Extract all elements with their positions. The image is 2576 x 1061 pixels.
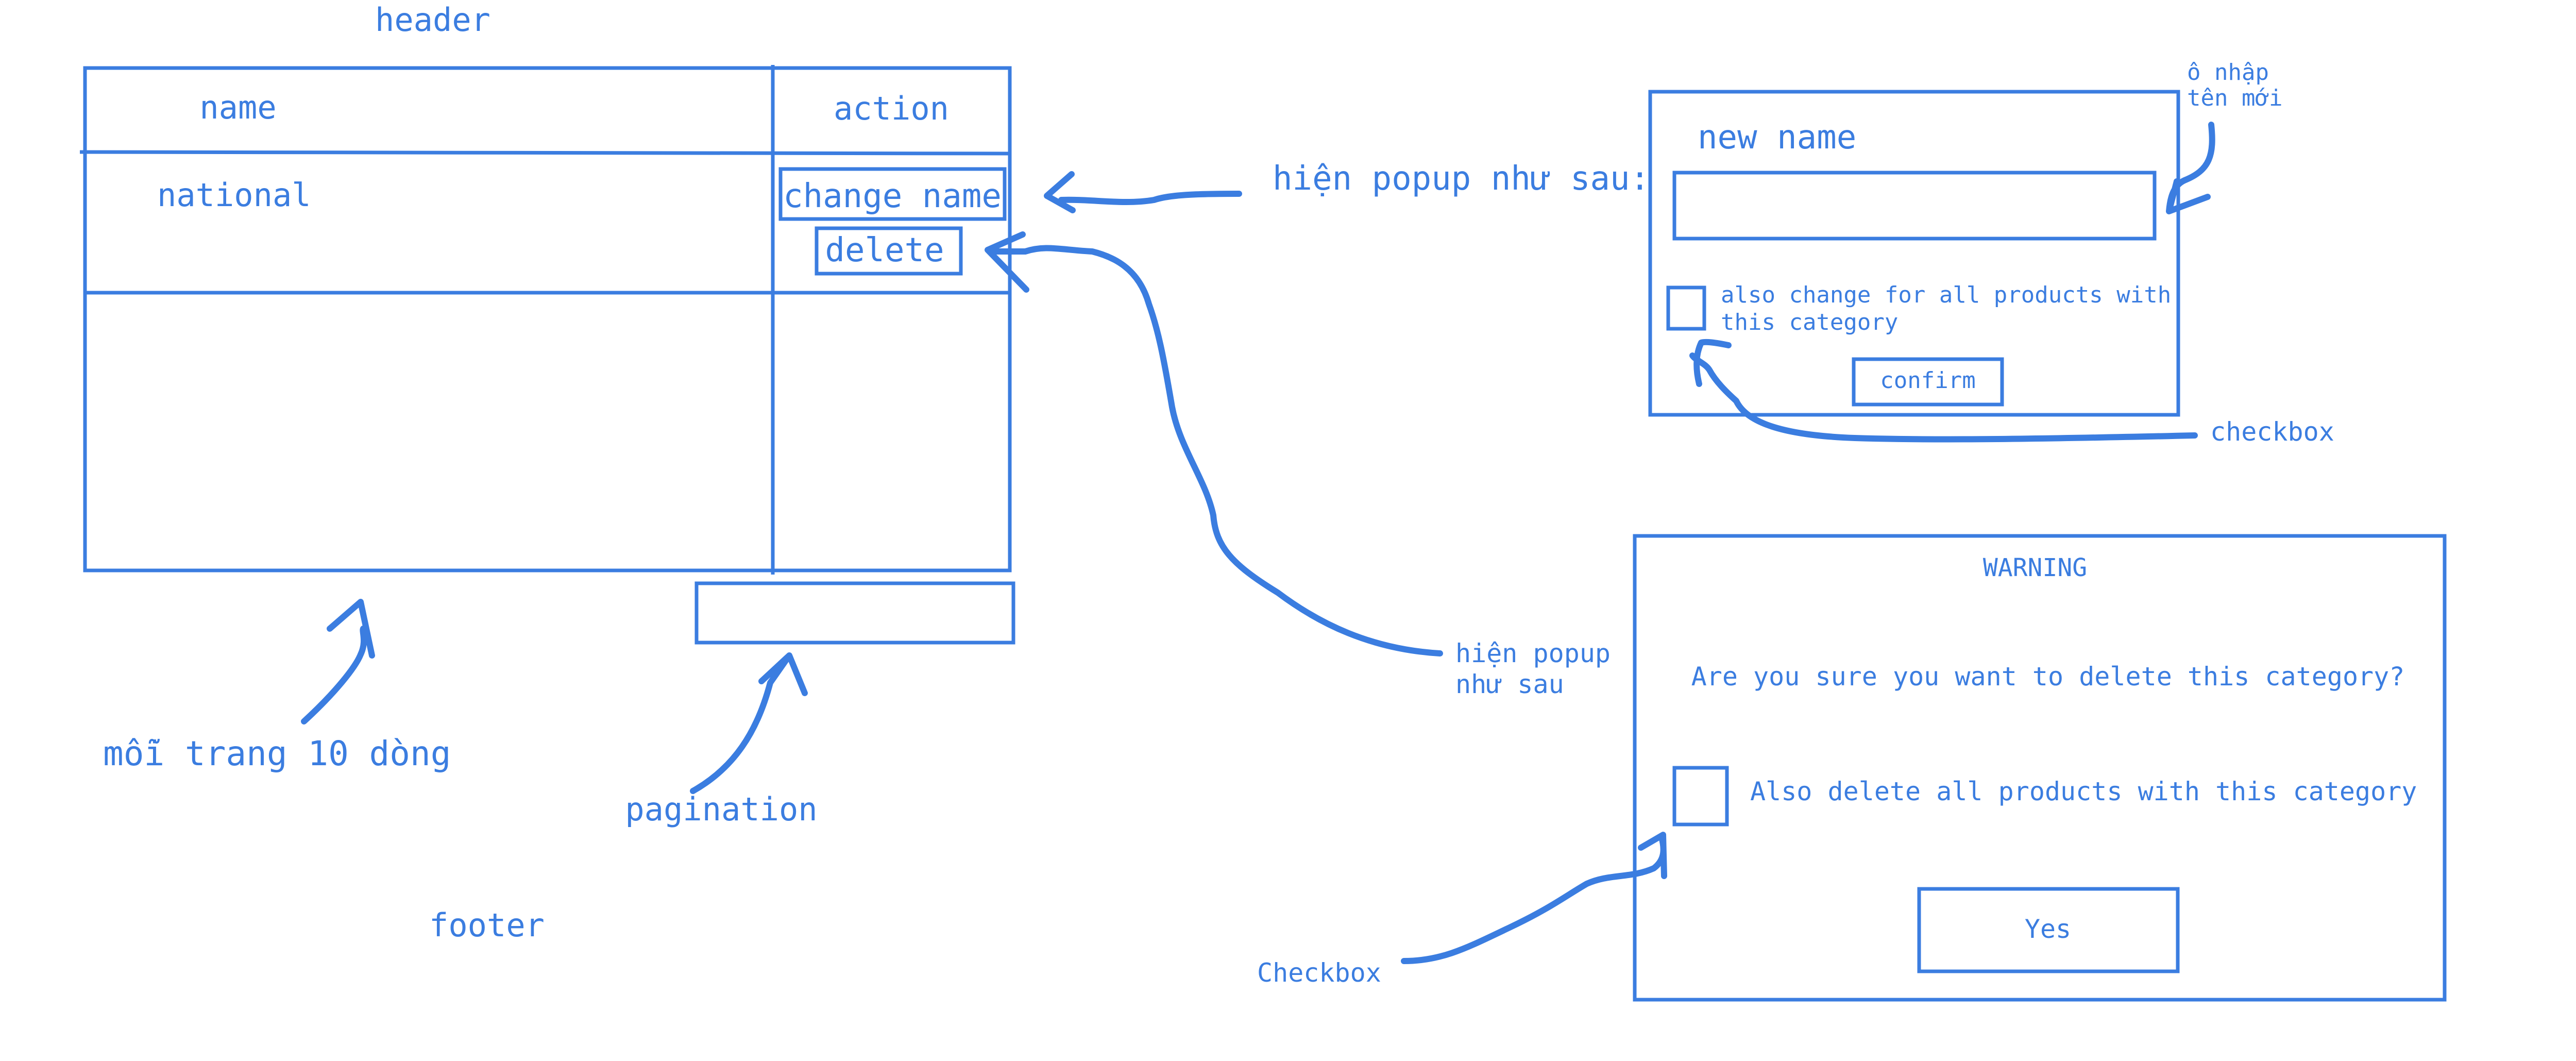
delete-popup-note-line1: hiện popup bbox=[1455, 638, 1611, 668]
rename-popup: new name also change for all products wi… bbox=[1648, 90, 2180, 417]
yes-button[interactable]: Yes bbox=[1917, 887, 2180, 973]
pagination-arrow bbox=[690, 652, 808, 794]
confirm-button-frame bbox=[1852, 357, 2004, 407]
table-row: national change name delete bbox=[157, 167, 1007, 276]
delete-all-products-checkbox[interactable] bbox=[1672, 766, 1729, 827]
delete-button[interactable]: delete bbox=[815, 226, 963, 276]
rename-checkbox-label-line2: this category bbox=[1721, 309, 1898, 335]
delete-checkbox-arrow bbox=[1401, 832, 1667, 964]
new-name-input-arrow bbox=[2166, 122, 2215, 214]
rename-checkbox-arrow bbox=[1689, 339, 2198, 443]
rename-popup-title: new name bbox=[1698, 119, 1856, 157]
rename-popup-arrow bbox=[1044, 171, 1242, 213]
rename-popup-note: hiện popup như sau: bbox=[1273, 160, 1650, 198]
delete-popup-note-line2: như sau bbox=[1455, 669, 1564, 699]
rows-per-page-arrow bbox=[301, 599, 375, 725]
rows-per-page-note: mỗi trang 10 dòng bbox=[103, 734, 451, 773]
yes-button-label: Yes bbox=[2025, 914, 2071, 944]
warning-title: WARNING bbox=[1983, 553, 2087, 582]
new-name-input-note-line1: ô nhập bbox=[2187, 59, 2269, 86]
confirm-button-label: confirm bbox=[1880, 367, 1975, 394]
delete-checkbox-label: Also delete all products with this categ… bbox=[1750, 777, 2417, 806]
warning-message: Are you sure you want to delete this cat… bbox=[1691, 662, 2405, 692]
confirm-button[interactable]: confirm bbox=[1852, 357, 2004, 407]
table-header-divider bbox=[79, 150, 1011, 156]
new-name-input[interactable] bbox=[1672, 171, 2157, 241]
warning-popup-frame bbox=[1633, 534, 2447, 1002]
rename-checkbox-note: checkbox bbox=[2210, 417, 2334, 447]
column-header-action: action bbox=[834, 90, 949, 127]
pagination-box[interactable] bbox=[694, 581, 1015, 645]
delete-button-label: delete bbox=[825, 231, 944, 270]
delete-button-frame bbox=[815, 226, 963, 276]
change-name-button[interactable]: change name bbox=[778, 167, 1007, 221]
category-name-cell: national bbox=[157, 176, 311, 214]
category-table: name action national change name delete bbox=[79, 65, 1012, 575]
yes-button-frame bbox=[1917, 887, 2180, 973]
rename-all-products-checkbox[interactable] bbox=[1666, 285, 1706, 331]
delete-warning-popup: WARNING Are you sure you want to delete … bbox=[1633, 534, 2447, 1002]
footer-label: footer bbox=[429, 906, 545, 944]
change-name-button-frame bbox=[778, 167, 1007, 221]
header-label: header bbox=[375, 1, 490, 39]
change-name-button-label: change name bbox=[783, 177, 1002, 215]
table-frame bbox=[83, 66, 1012, 572]
rename-popup-frame bbox=[1648, 90, 2180, 417]
column-header-name: name bbox=[199, 89, 276, 126]
delete-checkbox-note: Checkbox bbox=[1257, 958, 1381, 988]
rename-checkbox-label-line1: also change for all products with bbox=[1721, 282, 2171, 308]
delete-popup-arrow bbox=[985, 231, 1443, 656]
new-name-input-note-line2: tên mới bbox=[2187, 85, 2282, 111]
pagination-label: pagination bbox=[625, 790, 817, 828]
